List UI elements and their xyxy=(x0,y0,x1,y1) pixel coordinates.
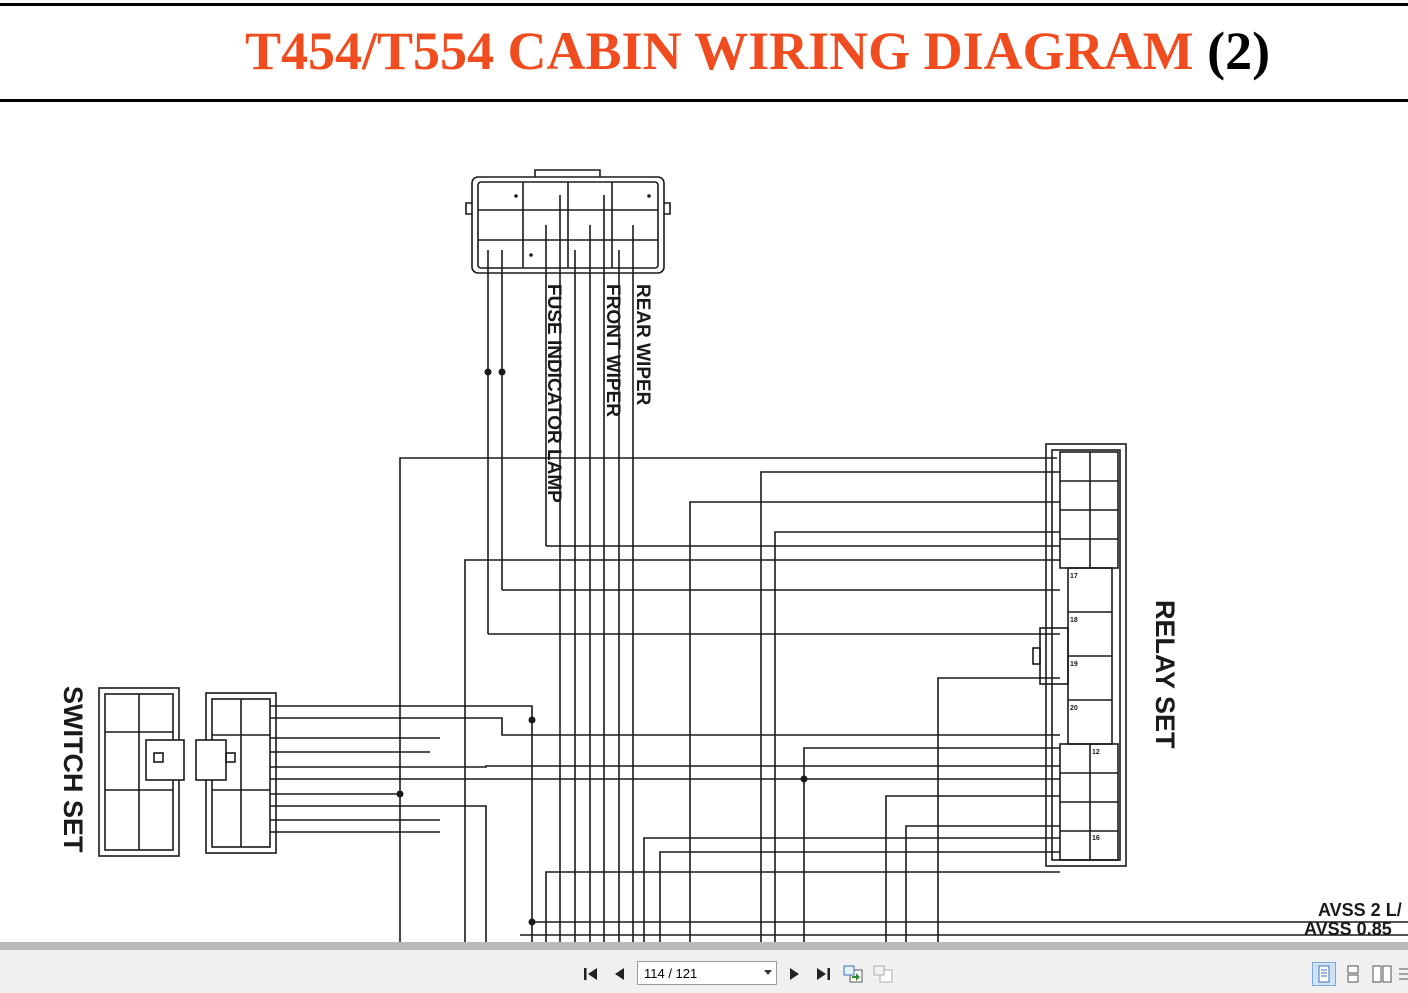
relay-pin-12: 12 xyxy=(1092,749,1100,756)
title-underline xyxy=(0,99,1408,102)
relay-pin-17: 17 xyxy=(1070,573,1078,580)
wire-label-rear-wiper: REAR WIPER xyxy=(632,284,653,406)
go-back-view-icon xyxy=(843,965,863,983)
switch-set-label: SWITCH SET xyxy=(58,686,88,853)
more-view-icon xyxy=(1399,968,1408,980)
relay-set-label: RELAY SET xyxy=(1150,600,1180,749)
facing-pages-view-button[interactable] xyxy=(1370,962,1394,986)
more-view-button[interactable] xyxy=(1397,962,1408,986)
go-back-view-button[interactable] xyxy=(842,963,864,985)
relay-set-block xyxy=(1032,443,1127,867)
top-rule xyxy=(0,3,1408,6)
page-title: T454/T554 CABIN WIRING DIAGRAM (2) xyxy=(245,20,1270,82)
page-number-input[interactable] xyxy=(638,962,754,983)
previous-page-icon xyxy=(615,968,624,980)
first-page-button[interactable] xyxy=(580,963,602,985)
wire-label-fuse-indicator-lamp: FUSE INDICATOR LAMP xyxy=(543,284,564,503)
switch-set-connectors xyxy=(98,687,277,857)
wire-label-front-wiper: FRONT WIPER xyxy=(602,284,623,417)
avss-label-085: AVSS 0.85 xyxy=(1304,919,1392,939)
next-page-button[interactable] xyxy=(784,963,806,985)
relay-pin-16: 16 xyxy=(1092,835,1100,842)
relay-pin-20: 20 xyxy=(1070,705,1078,712)
go-forward-view-icon xyxy=(873,965,893,983)
page-number-field[interactable] xyxy=(637,961,777,985)
title-number: (2) xyxy=(1207,21,1271,81)
pdf-toolbar xyxy=(0,942,1408,993)
last-page-icon xyxy=(817,968,830,980)
top-connector xyxy=(465,169,671,274)
previous-page-button[interactable] xyxy=(608,963,630,985)
junction-dots xyxy=(396,194,808,926)
facing-pages-view-icon xyxy=(1372,965,1392,983)
document-page: T454/T554 CABIN WIRING DIAGRAM (2) xyxy=(0,3,1408,942)
first-page-icon xyxy=(584,968,597,980)
go-forward-view-button[interactable] xyxy=(872,963,894,985)
wiring-diagram: 17 18 19 20 12 16 xyxy=(98,169,1408,942)
chevron-down-icon[interactable] xyxy=(764,970,772,975)
single-page-view-icon xyxy=(1318,965,1330,983)
single-page-view-button[interactable] xyxy=(1312,962,1336,986)
avss-label-2l: AVSS 2 L/ xyxy=(1318,900,1402,920)
last-page-button[interactable] xyxy=(812,963,834,985)
continuous-view-button[interactable] xyxy=(1341,962,1365,986)
relay-pin-18: 18 xyxy=(1070,617,1078,624)
next-page-icon xyxy=(790,968,799,980)
continuous-view-icon xyxy=(1347,965,1359,983)
title-main: T454/T554 CABIN WIRING DIAGRAM xyxy=(245,21,1194,81)
relay-pin-19: 19 xyxy=(1070,661,1078,668)
